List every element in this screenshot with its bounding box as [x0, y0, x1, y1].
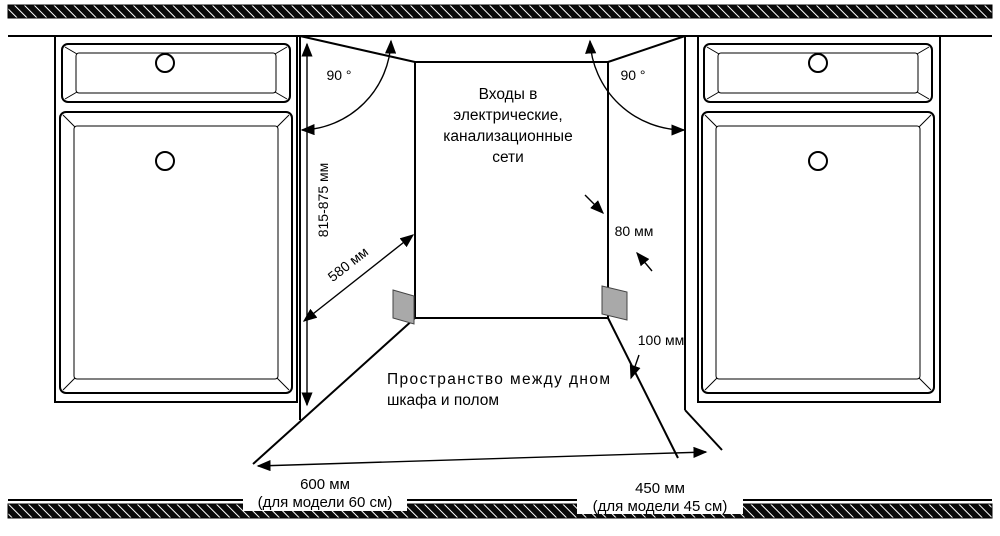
- niche-top-right-edge: [607, 35, 686, 63]
- floor-gap-label-line2: шкафа и полом: [387, 392, 499, 409]
- niche-top-left-edge: [299, 35, 416, 63]
- installation-niche: [252, 35, 723, 465]
- pipes-floor-offset-label: 100 мм: [638, 332, 685, 348]
- niche-depth-label: 580 мм: [325, 243, 371, 284]
- left-door-front: [59, 111, 293, 394]
- floor-offset-arrow: [629, 354, 641, 380]
- side-offset-arrow-lower: [636, 251, 653, 272]
- niche-floor-left-edge: [252, 317, 416, 465]
- left-door-bevel: [73, 125, 279, 380]
- niche-height-label: 815-875 мм: [315, 163, 331, 238]
- floor-gap-label-line1: Пространство между дном: [387, 371, 610, 388]
- left-drawer-knob: [155, 53, 175, 73]
- width-dimension-line: [256, 446, 708, 472]
- width-model60-label: 600 мм: [300, 476, 350, 493]
- left-drawer-front: [61, 43, 291, 103]
- floor-hatch: [7, 503, 993, 519]
- countertop-hatch: [7, 4, 993, 19]
- right-door-knob: [808, 151, 828, 171]
- niche-back-wall: [414, 61, 609, 319]
- width60-note-backing: [243, 493, 407, 511]
- right-door-bevel: [715, 125, 921, 380]
- diagram-labels: 90 ° 90 ° Входы в электрические, канализ…: [243, 67, 743, 515]
- side-offset-arrow-upper: [584, 194, 604, 214]
- utilities-label-line4: сети: [492, 149, 524, 166]
- left-cabinet: [54, 35, 298, 403]
- left-drawer-bevel-lines: [64, 46, 288, 100]
- dimension-lines: [256, 39, 708, 472]
- right-door-bevel-lines: [704, 114, 932, 391]
- left-door-bevel-lines: [62, 114, 290, 391]
- niche-floor-right-edge: [607, 317, 679, 459]
- width-model45-label: 450 мм: [635, 480, 685, 497]
- niche-right-wall-foot: [684, 409, 723, 451]
- utilities-label-line2: электрические,: [453, 107, 562, 124]
- utilities-label-line1: Входы в: [479, 86, 538, 103]
- hose-hole-right: [601, 285, 628, 321]
- door-swing-arc-left: [300, 39, 397, 136]
- pipes-side-offset-label: 80 мм: [615, 223, 654, 239]
- utilities-label-line3: канализационные: [443, 128, 572, 145]
- right-drawer-bevel-lines: [706, 46, 930, 100]
- width45-note-backing: [577, 496, 743, 514]
- hose-hole-left: [392, 289, 415, 325]
- left-door-knob: [155, 151, 175, 171]
- left-drawer-bevel: [75, 52, 277, 94]
- door-swing-arc-right: [585, 39, 686, 136]
- width-model60-note: (для модели 60 см): [258, 494, 393, 511]
- angle-left-label: 90 °: [326, 67, 351, 83]
- right-drawer-knob: [808, 53, 828, 73]
- right-door-front: [701, 111, 935, 394]
- right-cabinet: [697, 35, 941, 403]
- angle-right-label: 90 °: [620, 67, 645, 83]
- width-model45-note: (для модели 45 см): [593, 498, 728, 515]
- depth-dimension-line: [302, 234, 415, 322]
